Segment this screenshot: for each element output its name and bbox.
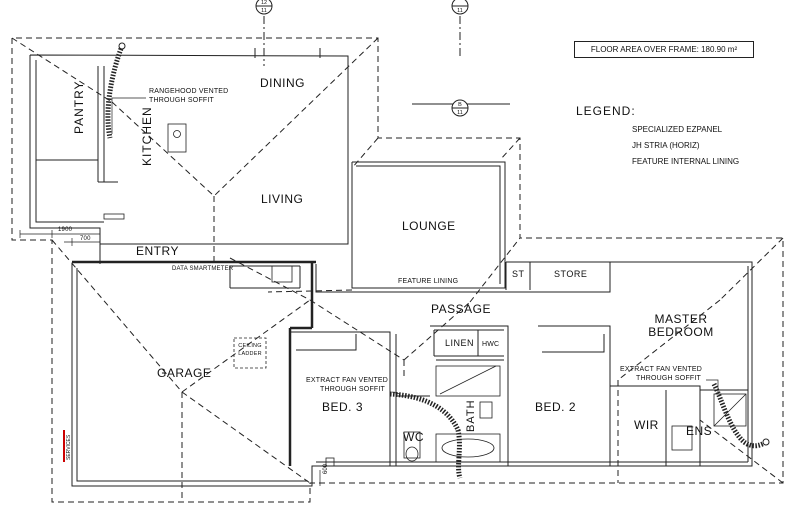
room-label-living: LIVING — [261, 192, 304, 206]
note-feature-lining: FEATURE LINING — [398, 278, 459, 285]
vent-ducts — [105, 45, 768, 479]
dim-700: 700 — [80, 236, 91, 242]
exterior-walls — [29, 48, 753, 487]
room-label-wc: WC — [403, 430, 424, 444]
marker-2-bottom: 11 — [457, 8, 463, 14]
note-extract-bath-1: EXTRACT FAN VENTED — [306, 377, 389, 384]
room-label-bath: BATH — [465, 399, 477, 432]
note-ceiling-1: CEILING — [238, 343, 262, 349]
room-label-master-2: BEDROOM — [648, 325, 714, 339]
room-label-pantry: PANTRY — [72, 80, 86, 134]
room-label-st: ST — [512, 269, 525, 279]
note-ceiling-2: LADDER — [238, 351, 262, 357]
note-data-smartmeter: DATA SMARTMETER — [172, 266, 234, 272]
legend-title: LEGEND: — [576, 104, 636, 118]
legend-item: FEATURE INTERNAL LINING — [632, 157, 740, 166]
legend-item: SPECIALIZED EZPANEL — [632, 125, 723, 134]
room-label-kitchen: KITCHEN — [140, 106, 154, 166]
room-label-lounge: LOUNGE — [402, 219, 456, 233]
note-services: SERVICES — [66, 434, 72, 460]
legend: LEGEND: SPECIALIZED EZPANEL JH STRIA (HO… — [576, 104, 739, 166]
note-extract-bath-2: THROUGH SOFFIT — [320, 386, 386, 393]
legend-items: SPECIALIZED EZPANEL JH STRIA (HORIZ) FEA… — [632, 125, 739, 166]
room-label-hwc: HWC — [482, 341, 500, 348]
room-label-ens: ENS — [686, 424, 713, 438]
note-rangehood-2: THROUGH SOFFIT — [149, 97, 215, 104]
dimension-lines — [19, 230, 321, 486]
room-label-dining: DINING — [260, 76, 305, 90]
marker-3-bottom: 11 — [457, 110, 463, 116]
note-extract-ens-2: THROUGH SOFFIT — [636, 375, 702, 382]
ceiling-ladder-box — [233, 337, 267, 369]
room-label-master-1: MASTER — [654, 312, 708, 326]
dim-1900: 1900 — [58, 227, 73, 233]
floor-area-label: FLOOR AREA OVER FRAME: 180.90 m² — [574, 41, 754, 58]
interior-walls — [36, 66, 748, 466]
marker-1-bottom: 11 — [261, 8, 267, 14]
room-label-entry: ENTRY — [136, 244, 179, 258]
room-label-bed2: BED. 2 — [535, 400, 577, 414]
note-rangehood-1: RANGEHOOD VENTED — [149, 88, 229, 95]
fixtures — [167, 123, 747, 467]
room-label-wir: WIR — [634, 418, 659, 432]
room-label-passage: PASSAGE — [431, 302, 491, 316]
room-label-bed3: BED. 3 — [322, 400, 364, 414]
room-label-linen: LINEN — [445, 338, 475, 348]
vent-duct-ends — [118, 42, 770, 446]
leaders — [111, 97, 719, 395]
legend-item: JH STRIA (HORIZ) — [632, 141, 700, 150]
room-label-garage: GARAGE — [157, 366, 212, 380]
note-extract-ens-1: EXTRACT FAN VENTED — [620, 366, 703, 373]
meter-strip — [103, 213, 125, 220]
room-label-store: STORE — [554, 269, 588, 279]
marker-3-top: B — [458, 102, 462, 108]
section-markers — [255, 0, 510, 117]
dim-600: 600 — [323, 463, 329, 474]
marker-1-top: 12 — [261, 0, 267, 6]
